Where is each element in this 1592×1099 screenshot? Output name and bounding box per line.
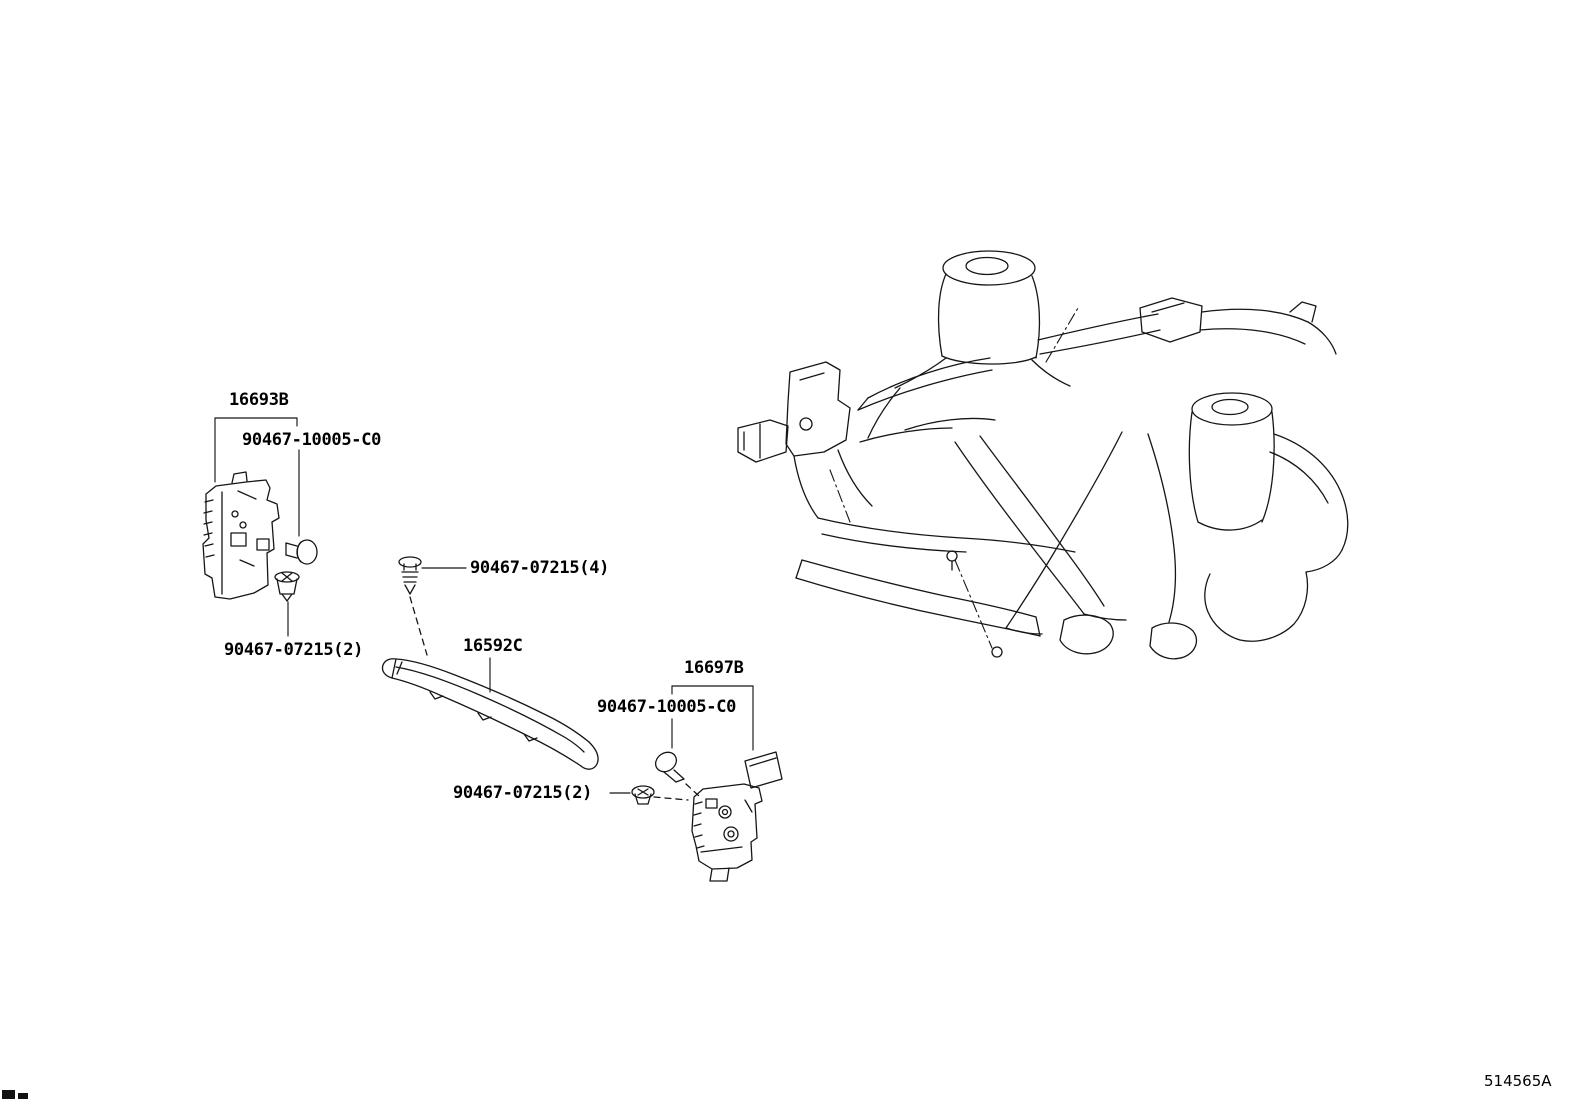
panel-16592c-art	[381, 658, 599, 770]
pin-10005-left-art	[285, 539, 318, 565]
rivet-07215x4-art	[398, 556, 428, 656]
label-part-16697b: 16697B	[684, 658, 744, 678]
clip-07215-right-art	[631, 785, 689, 805]
label-fastener-07215-x2-left: 90467-07215(2)	[224, 640, 364, 660]
leader-lines	[214, 417, 754, 794]
label-fastener-10005-right: 90467-10005-C0	[597, 697, 737, 717]
bracket-16697b-art	[691, 751, 783, 882]
corner-artifact	[2, 1090, 28, 1099]
diagram-code: 514565A	[1484, 1072, 1552, 1090]
label-fastener-10005-left: 90467-10005-C0	[242, 430, 382, 450]
clip-07215-left-art	[274, 571, 300, 602]
label-part-16592c: 16592C	[463, 636, 523, 656]
label-part-16693b: 16693B	[229, 390, 289, 410]
bracket-16693b-art	[202, 471, 280, 600]
pin-10005-right-art	[654, 751, 700, 797]
vehicle-assembly-art	[737, 250, 1349, 660]
label-fastener-07215-x4: 90467-07215(4)	[470, 558, 610, 578]
label-fastener-07215-x2-right: 90467-07215(2)	[453, 783, 593, 803]
